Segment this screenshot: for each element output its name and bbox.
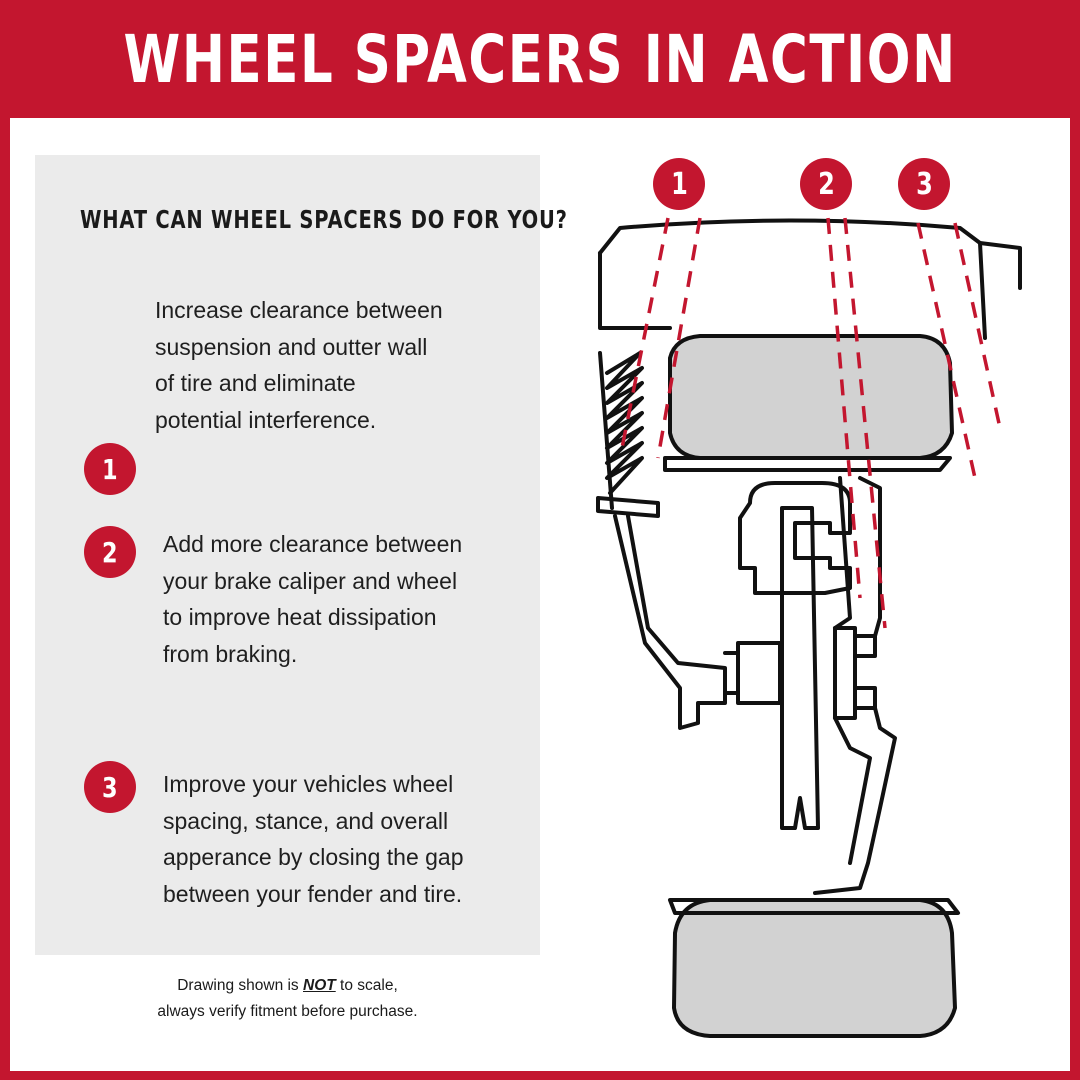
upper-tire: [668, 334, 954, 460]
number-badge: 2: [84, 526, 136, 578]
panel-title: WHAT CAN WHEEL SPACERS DO FOR YOU?: [80, 205, 568, 234]
body-edge: [978, 241, 1022, 290]
benefit-text: Improve your vehicles wheel spacing, sta…: [163, 771, 464, 907]
hub-shaft: [723, 651, 740, 695]
benefit-text: Increase clearance between suspension an…: [155, 297, 443, 433]
content-area: WHAT CAN WHEEL SPACERS DO FOR YOU? 1 Inc…: [10, 118, 1070, 1071]
guide-line-3b: [953, 222, 1002, 429]
wheel-spacer: [833, 626, 857, 720]
header-banner: WHEEL SPACERS IN ACTION: [0, 0, 1080, 118]
upper-rim-lip: [663, 456, 952, 472]
guide-line-3a: [916, 222, 977, 479]
fender-outline: [598, 218, 987, 340]
shock-body: [598, 351, 614, 510]
scale-disclaimer: Drawing shown is NOT to scale, always ve…: [157, 977, 418, 1020]
wheel-inner-barrel: [813, 476, 897, 895]
benefit-text: Add more clearance between your brake ca…: [163, 531, 463, 667]
body-panel: [598, 251, 672, 330]
not-emphasis: NOT: [303, 977, 336, 994]
guide-line-2a: [826, 217, 862, 599]
number-badge: 3: [84, 761, 136, 813]
suspension-diagram: 1 2 3: [550, 148, 1070, 1071]
spring-seat: [596, 496, 660, 518]
wheel-outer-barrel: [833, 476, 872, 865]
wheel-studs: [853, 634, 877, 710]
wheel-assembly-drawing: [596, 217, 1022, 1038]
coil-spring: [605, 351, 644, 495]
wheel-hub: [736, 641, 782, 705]
guide-line-1b: [656, 217, 702, 459]
diagram-marker-2: 2: [800, 158, 852, 210]
lower-tire: [672, 898, 957, 1038]
benefits-panel: WHAT CAN WHEEL SPACERS DO FOR YOU? 1 Inc…: [35, 155, 568, 955]
strut-arm: [613, 514, 727, 730]
brake-caliper: [738, 481, 852, 595]
guide-line-2b: [843, 217, 887, 629]
brake-rotor: [780, 506, 820, 830]
lower-rim-lip: [668, 898, 960, 915]
diagram-marker-3: 3: [898, 158, 950, 210]
diagram-marker-1: 1: [653, 158, 705, 210]
number-badge: 1: [84, 443, 136, 495]
page-title: WHEEL SPACERS IN ACTION: [123, 20, 957, 98]
guide-line-1a: [620, 217, 670, 449]
